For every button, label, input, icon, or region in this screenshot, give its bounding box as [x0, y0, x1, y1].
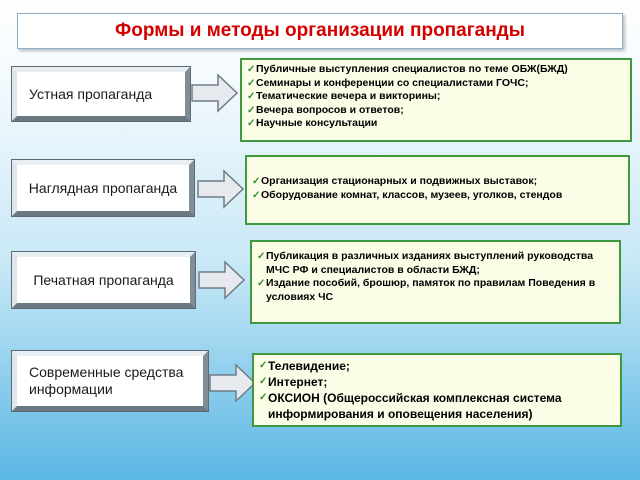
check-bullet-icon: ✓ [252, 189, 261, 201]
arrow-right-icon [209, 363, 257, 403]
detail-box-print: ✓Публикация в различных изданиях выступл… [250, 240, 621, 324]
check-bullet-icon: ✓ [257, 278, 266, 289]
check-bullet-icon: ✓ [259, 376, 268, 387]
list-item: ✓Издание пособий, брошюр, памяток по пра… [257, 277, 596, 303]
check-bullet-icon: ✓ [257, 251, 266, 262]
check-bullet-icon: ✓ [247, 77, 256, 89]
list-item: ✓Организация стационарных и подвижных вы… [252, 175, 538, 187]
category-label: Современные средства информации [29, 364, 184, 397]
list-item: ✓Научные консультации [247, 117, 378, 129]
detail-box-visual: ✓Организация стационарных и подвижных вы… [245, 155, 630, 225]
page-title: Формы и методы организации пропаганды [17, 13, 623, 49]
category-label: Наглядная пропаганда [28, 179, 178, 196]
arrow-right-icon [191, 73, 239, 113]
list-item: ✓Телевидение; [259, 359, 350, 373]
list-item: ✓ОКСИОН (Общероссийская комплексная сист… [259, 391, 562, 421]
detail-box-oral: ✓Публичные выступления специалистов по т… [240, 58, 632, 142]
list-item: ✓Семинары и конференции со специалистами… [247, 76, 529, 89]
check-bullet-icon: ✓ [247, 64, 256, 75]
check-bullet-icon: ✓ [259, 392, 268, 403]
detail-box-modern-media: ✓Телевидение; ✓Интернет; ✓ОКСИОН (Общеро… [252, 353, 622, 427]
list-item: ✓Интернет; [259, 375, 328, 389]
list-item: ✓Публичные выступления специалистов по т… [247, 63, 568, 75]
check-bullet-icon: ✓ [247, 104, 256, 116]
category-box-print: Печатная пропаганда [11, 251, 196, 309]
category-box-oral: Устная пропаганда [11, 66, 191, 122]
check-bullet-icon: ✓ [247, 118, 256, 129]
check-bullet-icon: ✓ [247, 91, 256, 102]
category-box-visual: Наглядная пропаганда [11, 159, 195, 217]
category-label: Устная пропаганда [29, 85, 153, 102]
check-bullet-icon: ✓ [259, 360, 268, 371]
list-item: ✓Оборудование комнат, классов, музеев, у… [252, 188, 563, 201]
category-box-modern-media: Современные средства информации [11, 350, 209, 412]
check-bullet-icon: ✓ [252, 176, 261, 187]
list-item: ✓Публикация в различных изданиях выступл… [257, 250, 594, 276]
list-item: ✓Вечера вопросов и ответов; [247, 103, 404, 116]
arrow-right-icon [198, 260, 246, 300]
category-label: Печатная пропаганда [33, 271, 174, 288]
list-item: ✓Тематические вечера и викторины; [247, 90, 441, 102]
arrow-right-icon [197, 169, 245, 209]
